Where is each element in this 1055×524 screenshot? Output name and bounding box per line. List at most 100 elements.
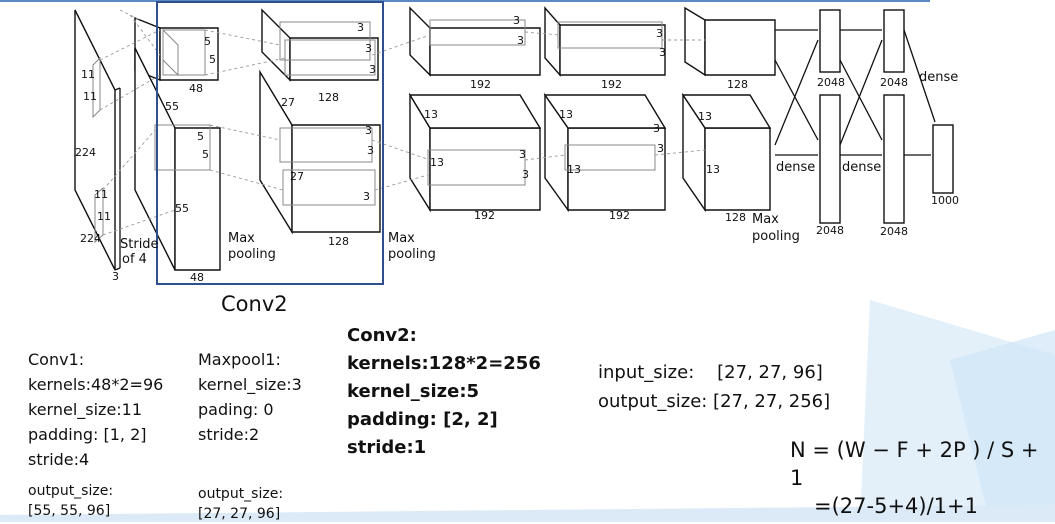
label-stride: Stride (120, 237, 159, 252)
label-c5-128b: 128 (725, 211, 746, 224)
label-c2-128b: 128 (328, 235, 349, 248)
label-c5-13a: 13 (698, 110, 712, 123)
label-mp1: Max (228, 231, 255, 246)
conv3-volume-bottom (408, 92, 542, 213)
label-c5-13b: 13 (706, 163, 720, 176)
label-mp2: Max (388, 231, 415, 246)
label-c4-3a: 3 (656, 27, 663, 40)
label-k11a: 11 (81, 68, 95, 81)
conv2-caption: Conv2 (221, 292, 288, 316)
label-c3-13b: 13 (430, 156, 444, 169)
maxpool1-output: output_size: [27, 27, 96] (198, 484, 283, 524)
conv1-volume-top (134, 16, 219, 82)
label-in224h: 224 (80, 232, 101, 245)
fc1-top (819, 9, 841, 73)
conv2-title: Conv2: (347, 325, 417, 346)
label-c1-5d: 5 (202, 148, 209, 161)
label-out1000: 1000 (931, 194, 959, 207)
label-c1-55a: 55 (165, 100, 179, 113)
dense-layers (819, 9, 954, 224)
label-c2-3e: 3 (367, 144, 374, 157)
fc3-output (932, 124, 954, 194)
output-size-formula: N = (W − F + 2P ) / S + 1 =(27-5+4)/1+1 (790, 436, 1055, 520)
conv2-kernels: kernels:128*2=256 (347, 353, 541, 374)
label-c1-5a: 5 (204, 35, 211, 48)
label-in224v: 224 (75, 146, 96, 159)
label-fc-2048b: 2048 (880, 76, 908, 89)
label-c2-3a: 3 (357, 21, 364, 34)
conv4-volume-bottom (543, 92, 667, 213)
label-fc-2048a: 2048 (817, 76, 845, 89)
label-c1-48a: 48 (189, 82, 203, 95)
label-k11b: 11 (83, 90, 97, 103)
fc2-top (883, 9, 905, 73)
maxpool1-output-label: output_size: (198, 486, 284, 502)
label-c3-13a: 13 (424, 108, 438, 121)
label-c2-128a: 128 (318, 91, 339, 104)
conv1-output: output_size: [55, 55, 96] (28, 481, 113, 521)
input-size: input_size: [27, 27, 96] (598, 362, 823, 383)
label-c4-13b: 13 (567, 163, 581, 176)
label-k11d: 11 (97, 210, 111, 223)
input-volume (74, 9, 121, 271)
maxpool1-title: Maxpool1: (198, 350, 281, 369)
label-c4-3d: 3 (657, 142, 664, 155)
alexnet-diagram: 11 11 224 11 11 224 Stride of 4 3 5 5 48… (74, 1, 959, 285)
label-c5-128a: 128 (727, 78, 748, 91)
maxpool1-padding: pading: 0 (198, 400, 274, 419)
label-dense1: dense (919, 70, 958, 85)
fc1-bottom (819, 94, 841, 224)
maxpool1-params: Maxpool1: kernel_size:3 pading: 0 stride… (198, 347, 302, 447)
connections (774, 29, 936, 156)
label-fc-2048d: 2048 (880, 225, 908, 238)
maxpool1-output-value: [27, 27, 96] (198, 506, 281, 522)
conv3-volume-top (409, 6, 541, 77)
conv5-volume-top (684, 6, 776, 77)
label-mp3b: pooling (752, 229, 800, 244)
maxpool1-kernel-size: kernel_size:3 (198, 375, 302, 394)
label-dense2: dense (776, 160, 815, 175)
label-c3-192b: 192 (474, 209, 495, 222)
label-c2-3d: 3 (365, 124, 372, 137)
fc2-bottom (883, 94, 905, 224)
conv1-output-label: output_size: (28, 483, 114, 499)
conv1-title: Conv1: (28, 350, 85, 369)
label-c3-3b: 3 (517, 34, 524, 47)
conv1-kernel-size: kernel_size:11 (28, 400, 143, 419)
label-c4-192b: 192 (609, 209, 630, 222)
label-k11c: 11 (94, 188, 108, 201)
decor-shape-right (950, 330, 1055, 522)
label-c3-3d: 3 (522, 168, 529, 181)
conv2-volume-top (261, 8, 379, 82)
label-dense3: dense (842, 160, 881, 175)
label-ch3: 3 (112, 270, 119, 283)
label-mp3: Max (752, 212, 779, 227)
io-sizes: input_size: [27, 27, 96] output_size: [2… (598, 358, 830, 416)
label-c3-192a: 192 (470, 78, 491, 91)
conv1-params: Conv1: kernels:48*2=96 kernel_size:11 pa… (28, 347, 163, 472)
label-c4-192a: 192 (601, 78, 622, 91)
conv2-selection-frame (156, 1, 384, 285)
label-c2-3f: 3 (363, 190, 370, 203)
output-size: output_size: [27, 27, 256] (598, 391, 831, 412)
conv1-output-value: [55, 55, 96] (28, 503, 111, 519)
projection-lines (99, 9, 706, 236)
label-of4: of 4 (122, 252, 147, 267)
conv4-volume-top (544, 6, 666, 77)
conv1-kernels: kernels:48*2=96 (28, 375, 164, 394)
label-c2-27a: 27 (281, 96, 295, 109)
conv2-kernel-size: kernel_size:5 (347, 381, 480, 402)
label-c2-27b: 27 (290, 170, 304, 183)
label-c2-3b: 3 (365, 42, 372, 55)
conv2-padding: padding: [2, 2] (347, 409, 498, 430)
label-c4-3c: 3 (653, 122, 660, 135)
conv2-volume-bottom (259, 69, 381, 235)
conv5-volume-bottom (681, 92, 772, 213)
decor-bottom-strip (0, 505, 1055, 522)
conv2-stride: stride:1 (347, 437, 427, 458)
formula-line-2: =(27-5+4)/1+1 (814, 494, 978, 518)
conv1-padding: padding: [1, 2] (28, 425, 147, 444)
label-c3-3a: 3 (513, 14, 520, 27)
label-c4-3b: 3 (659, 46, 666, 59)
